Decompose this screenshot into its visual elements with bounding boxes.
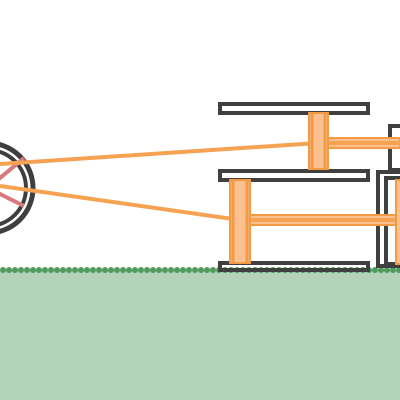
grass-tuft <box>132 267 138 273</box>
right-pulley-block[interactable] <box>395 179 400 265</box>
grass-tuft <box>210 267 216 273</box>
grass-tuft <box>66 267 72 273</box>
wheel-rim <box>0 142 36 234</box>
grass-tuft <box>102 267 108 273</box>
grass-tuft <box>138 267 144 273</box>
grass-tuft <box>90 267 96 273</box>
grass-tuft <box>114 267 120 273</box>
grass-tuft <box>18 267 24 273</box>
grass-tuft <box>174 267 180 273</box>
grass-tuft <box>120 267 126 273</box>
grass-tuft <box>54 267 60 273</box>
lower-shelf[interactable] <box>218 261 370 272</box>
grass-tuft <box>198 267 204 273</box>
grass-tuft <box>144 267 150 273</box>
upper-pulley-block[interactable] <box>308 112 329 170</box>
upper-shelf[interactable] <box>218 102 370 115</box>
grass-tuft <box>78 267 84 273</box>
wheel-spoke <box>0 191 25 208</box>
lower-pulley-block[interactable] <box>229 179 251 264</box>
grass-tuft <box>378 267 384 273</box>
grass-tuft <box>24 267 30 273</box>
grass-tuft <box>96 267 102 273</box>
grass-tuft <box>126 267 132 273</box>
grass-tuft <box>396 267 400 273</box>
upper-axle <box>327 137 400 149</box>
grass-tuft <box>108 267 114 273</box>
grass-tuft <box>36 267 42 273</box>
grass-tuft <box>390 267 396 273</box>
grass-tuft <box>168 267 174 273</box>
grass-tuft <box>48 267 54 273</box>
upper-rope <box>0 141 319 166</box>
grass-tuft <box>150 267 156 273</box>
grass-tuft <box>60 267 66 273</box>
grass-tuft <box>156 267 162 273</box>
grass-tuft <box>0 267 6 273</box>
lower-axle <box>249 214 400 226</box>
ground <box>0 270 400 400</box>
grass-tuft <box>72 267 78 273</box>
grass-tuft <box>204 267 210 273</box>
grass-tuft <box>384 267 390 273</box>
grass-tuft <box>162 267 168 273</box>
grass-tuft <box>372 267 378 273</box>
grass-tuft <box>192 267 198 273</box>
grass-tuft <box>6 267 12 273</box>
middle-shelf[interactable] <box>218 169 370 182</box>
lower-rope <box>0 184 241 222</box>
grass-tuft <box>42 267 48 273</box>
grass-tuft <box>180 267 186 273</box>
grass-tuft <box>30 267 36 273</box>
grass-tuft <box>84 267 90 273</box>
grass-tuft <box>12 267 18 273</box>
grass-tuft <box>186 267 192 273</box>
